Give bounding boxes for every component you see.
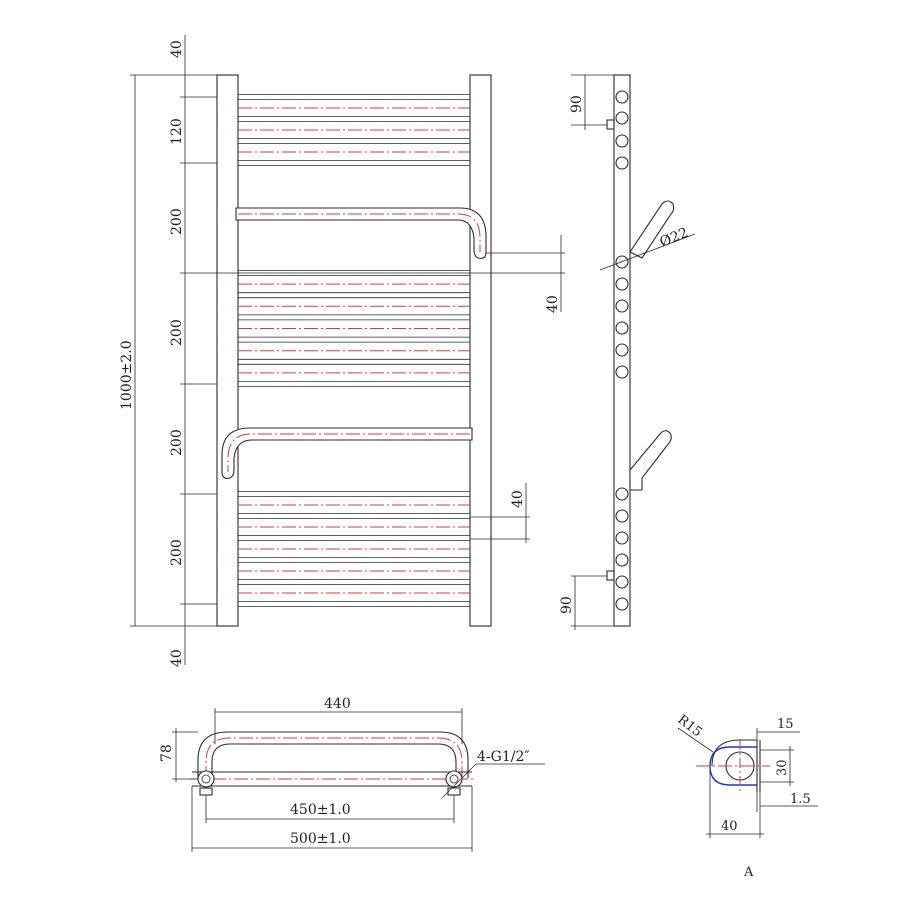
section-4-label: 200 bbox=[169, 429, 185, 456]
bottom-margin-label: 40 bbox=[169, 649, 185, 667]
center-distance-label: 450±1.0 bbox=[290, 802, 351, 818]
top-margin-label: 40 bbox=[169, 40, 185, 58]
front-lower-hook bbox=[221, 427, 473, 479]
side-bar-end bbox=[615, 321, 629, 335]
front-upper-hook-centerline bbox=[238, 213, 481, 252]
side-bar-end bbox=[615, 365, 629, 379]
overall-width-label: 500±1.0 bbox=[290, 831, 351, 847]
front-horizontal-bars bbox=[238, 94, 470, 607]
top-left-connection bbox=[197, 770, 215, 788]
front-view: 1000±2.0 40 120 200 200 200 200 40 40 40 bbox=[119, 35, 565, 667]
top-right-connection bbox=[445, 770, 463, 788]
side-top-offset-label: 90 bbox=[569, 95, 585, 113]
side-bar-end bbox=[615, 134, 629, 148]
side-upper-hook bbox=[629, 200, 675, 259]
side-bar-end bbox=[615, 597, 629, 611]
side-bar-end bbox=[615, 111, 629, 125]
side-bar-end bbox=[615, 575, 629, 589]
side-bracket-bottom bbox=[606, 570, 615, 581]
side-bar-end bbox=[615, 156, 629, 170]
depth-label: 78 bbox=[159, 744, 175, 762]
side-upright bbox=[613, 74, 631, 627]
detail-a: R15 15 30 1.5 40 A bbox=[675, 712, 818, 880]
top-u-tube-inner bbox=[211, 743, 457, 778]
detail-thickness-label: 1.5 bbox=[790, 792, 811, 807]
side-bracket-top bbox=[606, 119, 615, 130]
side-bar-end bbox=[615, 277, 629, 291]
front-right-upright bbox=[469, 74, 492, 627]
side-lower-hook bbox=[629, 430, 672, 491]
detail-height-label: 30 bbox=[775, 759, 790, 776]
section-1-label: 120 bbox=[169, 118, 185, 145]
top-view: 440 78 450±1.0 500±1.0 4-G1/2″ bbox=[159, 696, 545, 852]
section-3-label: 200 bbox=[169, 319, 185, 346]
side-bar-end bbox=[615, 509, 629, 523]
side-bar-end bbox=[615, 487, 629, 501]
detail-width-top-label: 15 bbox=[777, 717, 794, 732]
front-left-upright bbox=[216, 74, 239, 627]
side-bar-end bbox=[615, 299, 629, 313]
overall-height-label: 1000±2.0 bbox=[119, 340, 135, 410]
detail-width-bottom-label: 40 bbox=[721, 819, 738, 834]
front-lower-hook-centerline bbox=[227, 433, 470, 472]
side-view: Ø22 90 90 bbox=[559, 74, 696, 630]
side-bar-end bbox=[615, 531, 629, 545]
side-bar-end bbox=[615, 553, 629, 567]
hook-offset-upper-label: 40 bbox=[545, 295, 561, 313]
inner-width-label: 440 bbox=[324, 696, 351, 712]
section-5-label: 200 bbox=[169, 539, 185, 566]
side-bar-end bbox=[615, 90, 629, 104]
side-bottom-offset-label: 90 bbox=[559, 596, 575, 614]
detail-label: A bbox=[743, 865, 754, 880]
top-u-tube-outer bbox=[197, 731, 469, 778]
hook-offset-lower-label: 40 bbox=[510, 490, 526, 508]
connection-spec-label: 4-G1/2″ bbox=[477, 749, 530, 765]
section-2-label: 200 bbox=[169, 208, 185, 235]
front-upper-hook bbox=[235, 207, 487, 259]
top-u-tube-centerline bbox=[205, 737, 463, 780]
hook-diameter-label: Ø22 bbox=[658, 225, 691, 251]
side-bar-ends bbox=[615, 90, 629, 611]
side-bar-end bbox=[615, 343, 629, 357]
